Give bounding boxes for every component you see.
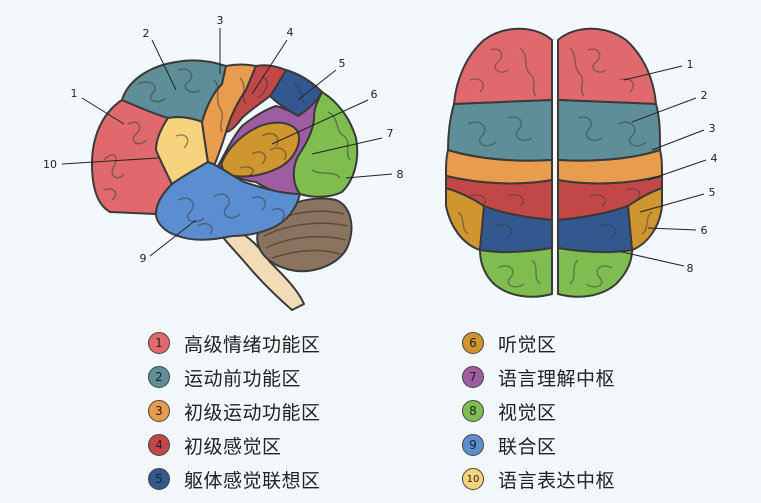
side-callout-8: 8 [397,168,404,181]
top-callout-1: 1 [687,58,694,71]
side-callout-2: 2 [143,27,150,40]
side-callout-5: 5 [339,57,346,70]
side-callout-10: 10 [43,158,57,171]
side-callout-7: 7 [387,127,394,140]
callout-lines [61,28,707,267]
side-region-9 [155,161,301,241]
side-region-4 [225,64,287,133]
top-callout-4: 4 [711,152,718,165]
top-region-2-left [447,99,553,162]
side-view-callout-numbers: 1 2 3 4 5 6 7 8 9 10 [43,14,404,265]
top-view-callout-numbers: 1 2 3 4 5 6 8 [687,58,718,275]
top-region-1-right [557,27,657,105]
top-callout-2: 2 [701,89,708,102]
side-callout-1: 1 [71,87,78,100]
top-region-8-right [557,247,633,298]
top-callout-8: 8 [687,262,694,275]
side-callout-9: 9 [140,252,147,265]
top-view-brain [445,27,663,298]
top-callout-6: 6 [701,224,708,237]
top-region-1-left [453,27,553,105]
top-region-8-left [479,247,553,298]
side-callout-6: 6 [371,88,378,101]
top-callout-3: 3 [709,122,716,135]
side-callout-4: 4 [287,26,294,39]
side-callout-3: 3 [217,14,224,27]
top-region-2-right [557,99,661,162]
side-view-brain [91,59,359,311]
top-callout-5: 5 [709,186,716,199]
